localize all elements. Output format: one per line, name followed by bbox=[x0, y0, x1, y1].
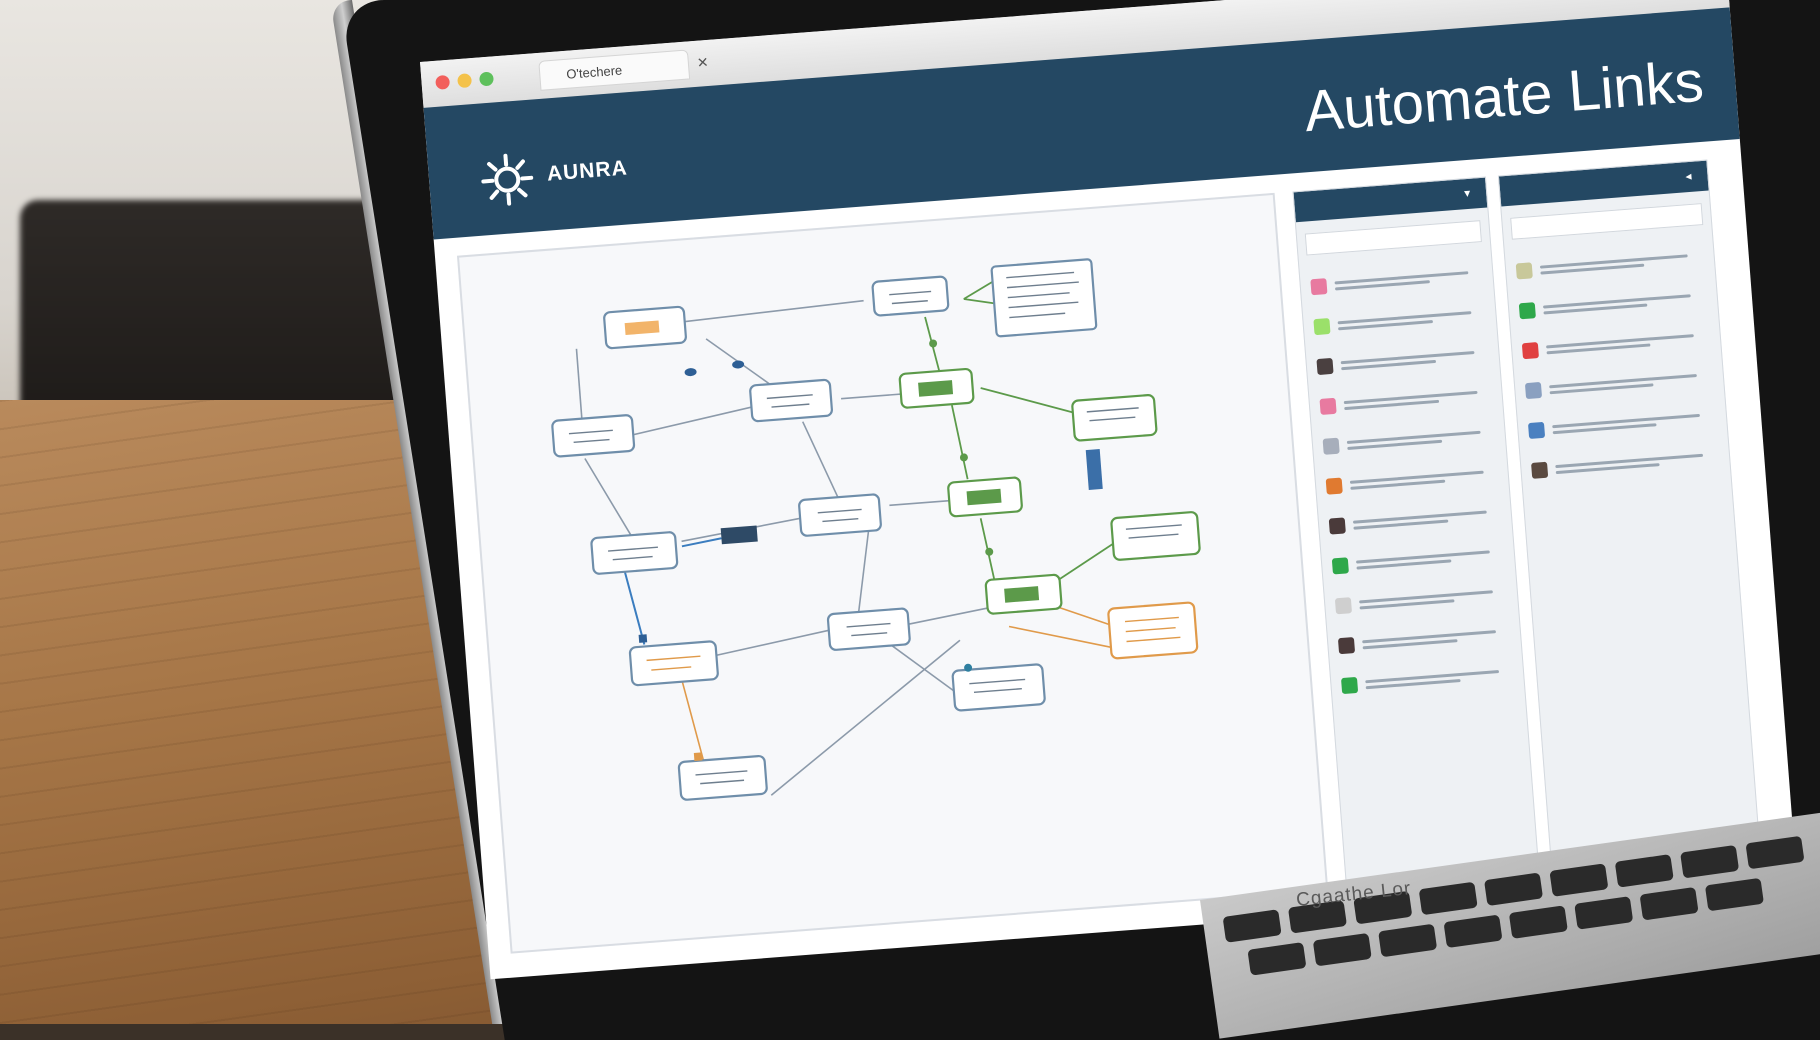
list-item-text bbox=[1359, 585, 1518, 612]
color-swatch-icon bbox=[1518, 302, 1536, 320]
color-swatch-icon bbox=[1328, 517, 1346, 535]
laptop-screen: O'techere ✕ AUNRA Automate Links bbox=[420, 0, 1797, 980]
list-item-text bbox=[1337, 306, 1496, 333]
flow-diagram bbox=[551, 258, 1201, 801]
color-swatch-icon bbox=[1337, 637, 1356, 655]
color-swatch-icon bbox=[1316, 357, 1334, 376]
color-swatch-icon bbox=[1515, 262, 1533, 280]
properties-panel-header: ◂ bbox=[1498, 160, 1709, 207]
flow-node[interactable] bbox=[826, 607, 911, 651]
color-swatch-icon bbox=[1313, 317, 1331, 336]
flow-node[interactable] bbox=[798, 493, 882, 537]
filter-icon[interactable]: ▾ bbox=[1463, 185, 1471, 201]
list-item-text bbox=[1346, 425, 1506, 452]
list-item-text bbox=[1352, 505, 1512, 532]
collapse-icon[interactable]: ◂ bbox=[1684, 168, 1693, 184]
list-item-text bbox=[1334, 266, 1493, 293]
flow-node[interactable] bbox=[871, 275, 950, 317]
flow-node[interactable] bbox=[628, 640, 719, 687]
note-box[interactable] bbox=[990, 258, 1098, 338]
tab-title: O'techere bbox=[565, 62, 623, 82]
brand-logo-text: AUNRA bbox=[546, 156, 629, 186]
list-item-text bbox=[1549, 368, 1724, 396]
color-swatch-icon bbox=[1531, 461, 1549, 479]
list-item-text bbox=[1546, 329, 1721, 357]
flow-node[interactable] bbox=[677, 754, 768, 801]
properties-search-input[interactable] bbox=[1510, 203, 1704, 240]
properties-panel: ◂ bbox=[1497, 159, 1761, 874]
flow-node-dark[interactable] bbox=[720, 525, 758, 545]
color-swatch-icon bbox=[1524, 381, 1543, 400]
color-swatch-icon bbox=[1521, 342, 1540, 360]
minimize-window-button[interactable] bbox=[457, 73, 473, 89]
flow-node[interactable] bbox=[749, 378, 833, 423]
app-header: AUNRA Automate Links bbox=[423, 7, 1740, 240]
flow-node-orange[interactable] bbox=[1107, 601, 1199, 660]
browser-tab[interactable]: O'techere bbox=[538, 49, 691, 91]
list-item-text bbox=[1355, 545, 1515, 572]
diagram-canvas[interactable] bbox=[456, 192, 1329, 954]
color-swatch-icon bbox=[1331, 557, 1349, 575]
tab-close-icon[interactable]: ✕ bbox=[696, 53, 710, 71]
list-item-text bbox=[1555, 448, 1730, 476]
list-item-text bbox=[1365, 665, 1524, 692]
components-panel: ▾ bbox=[1292, 176, 1540, 890]
components-search-input[interactable] bbox=[1304, 220, 1482, 256]
list-item-text bbox=[1343, 386, 1502, 413]
flow-node[interactable] bbox=[951, 663, 1046, 712]
flow-node[interactable] bbox=[551, 414, 636, 458]
color-swatch-icon bbox=[1527, 421, 1546, 440]
flow-node-blue[interactable] bbox=[1085, 448, 1103, 490]
list-item-text bbox=[1362, 625, 1521, 652]
flow-node-green[interactable] bbox=[1071, 394, 1158, 442]
page-title: Automate Links bbox=[1302, 48, 1706, 145]
color-swatch-icon bbox=[1325, 477, 1343, 495]
color-swatch-icon bbox=[1319, 397, 1337, 415]
color-swatch-icon bbox=[1340, 676, 1359, 695]
close-window-button[interactable] bbox=[435, 74, 451, 90]
list-item-text bbox=[1542, 289, 1718, 317]
color-swatch-icon bbox=[1334, 597, 1353, 615]
list-item-text bbox=[1539, 249, 1715, 277]
list-item-text bbox=[1349, 465, 1509, 492]
components-panel-header: ▾ bbox=[1293, 177, 1488, 223]
maximize-window-button[interactable] bbox=[478, 71, 495, 87]
color-swatch-icon bbox=[1310, 278, 1328, 296]
color-swatch-icon bbox=[1322, 437, 1340, 455]
gear-logo-icon bbox=[481, 153, 534, 206]
list-item-text bbox=[1552, 408, 1727, 436]
flow-node[interactable] bbox=[590, 531, 679, 575]
list-item-text bbox=[1340, 346, 1499, 373]
